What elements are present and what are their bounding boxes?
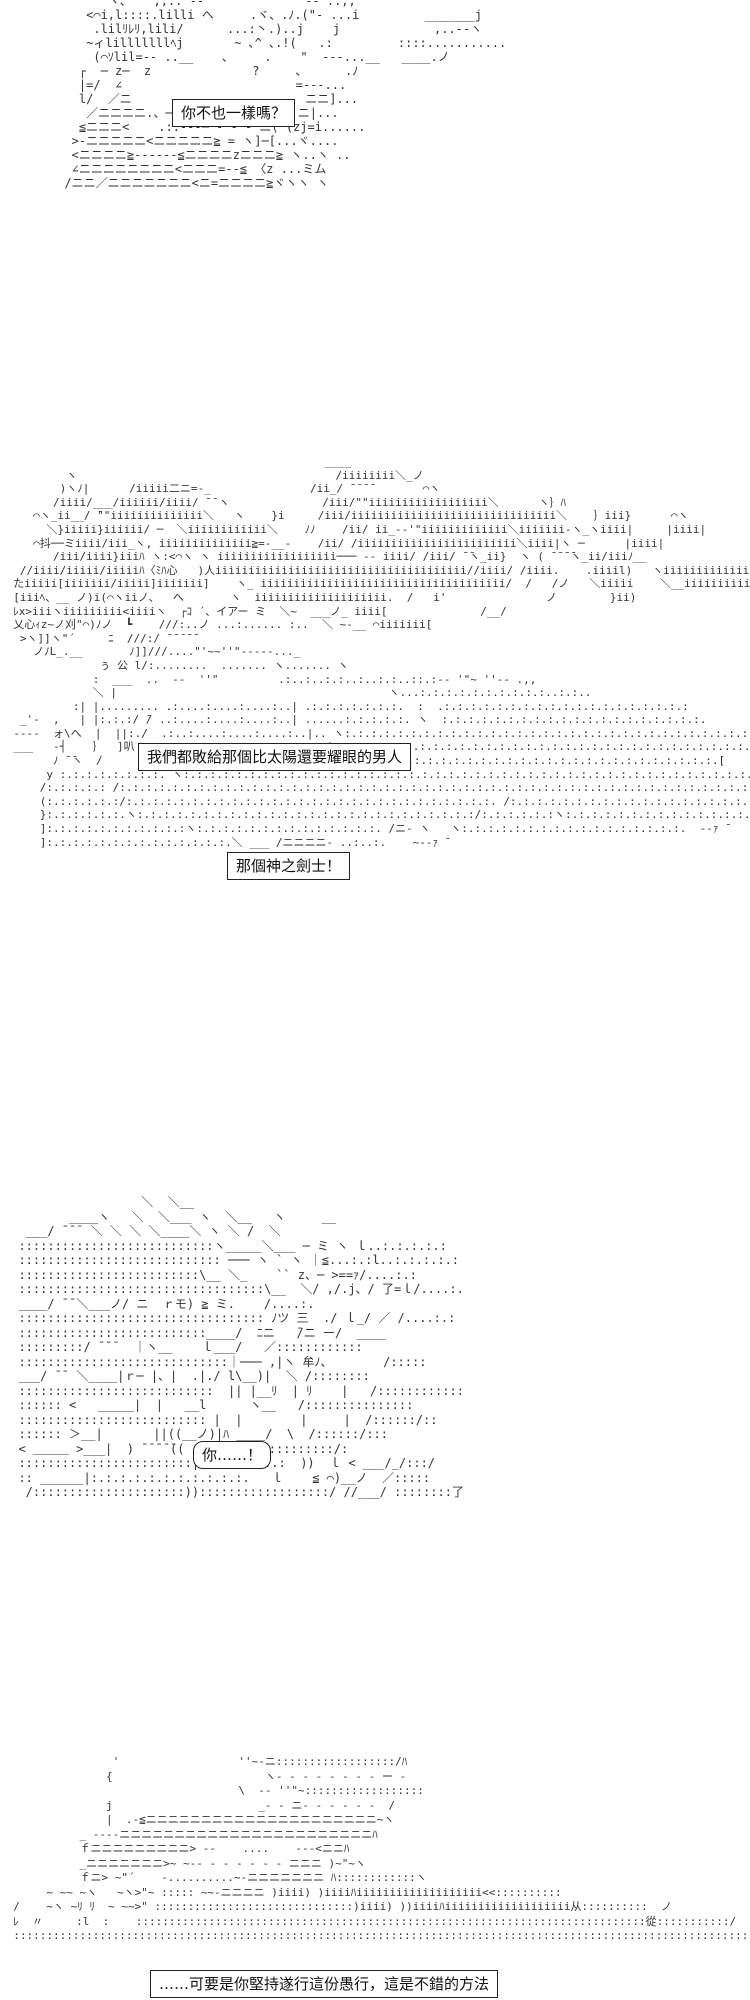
scene-2-ascii-art: ____ ヽ /iiiiiiii＼_ノ )ヽﾉ| /iiiii二ニ=-_ /ii… (13, 455, 750, 849)
scene-1: ヽ、 ,,.. -‐ ''" ̄ ̄ ̄ ̄ ̄ ̄"''‐- ..,, <⌒i… (0, 0, 750, 250)
scene-3-ascii-art: ＼ ＼__ ____ヽ ＼ ＼___ ヽ ＼__ ヽ __ ___/ ̄ ̄ ̄… (18, 1195, 464, 1499)
scene-4: ' ''~-ニ::::::::::::::::::/ﾊ { ヽ- - - - -… (0, 1755, 750, 2000)
scene-1-speech-bubble: 你不也一樣嗎？ (172, 99, 296, 127)
scene-1-ascii-art: ヽ、 ,,.. -‐ ''" ̄ ̄ ̄ ̄ ̄ ̄"''‐- ..,, <⌒i… (64, 0, 507, 190)
scene-4-speech-bubble: ……可要是你堅持遂行這份愚行，這是不錯的方法 (150, 1970, 499, 1998)
scene-3: ＼ ＼__ ____ヽ ＼ ＼___ ヽ ＼__ ヽ __ ___/ ̄ ̄ ̄… (0, 1195, 750, 1575)
scene-2: ____ ヽ /iiiiiiii＼_ノ )ヽﾉ| /iiiii二ニ=-_ /ii… (0, 455, 750, 995)
scene-2-speech-bubble-top: 我們都敗給那個比太陽還要耀眼的男人 (138, 743, 412, 771)
scene-4-ascii-art: ' ''~-ニ::::::::::::::::::/ﾊ { ヽ- - - - -… (13, 1755, 750, 1942)
scene-3-speech-bubble: 你……！ (193, 1441, 272, 1469)
scene-2-speech-bubble-mid: 那個神之劍士！ (227, 852, 351, 880)
